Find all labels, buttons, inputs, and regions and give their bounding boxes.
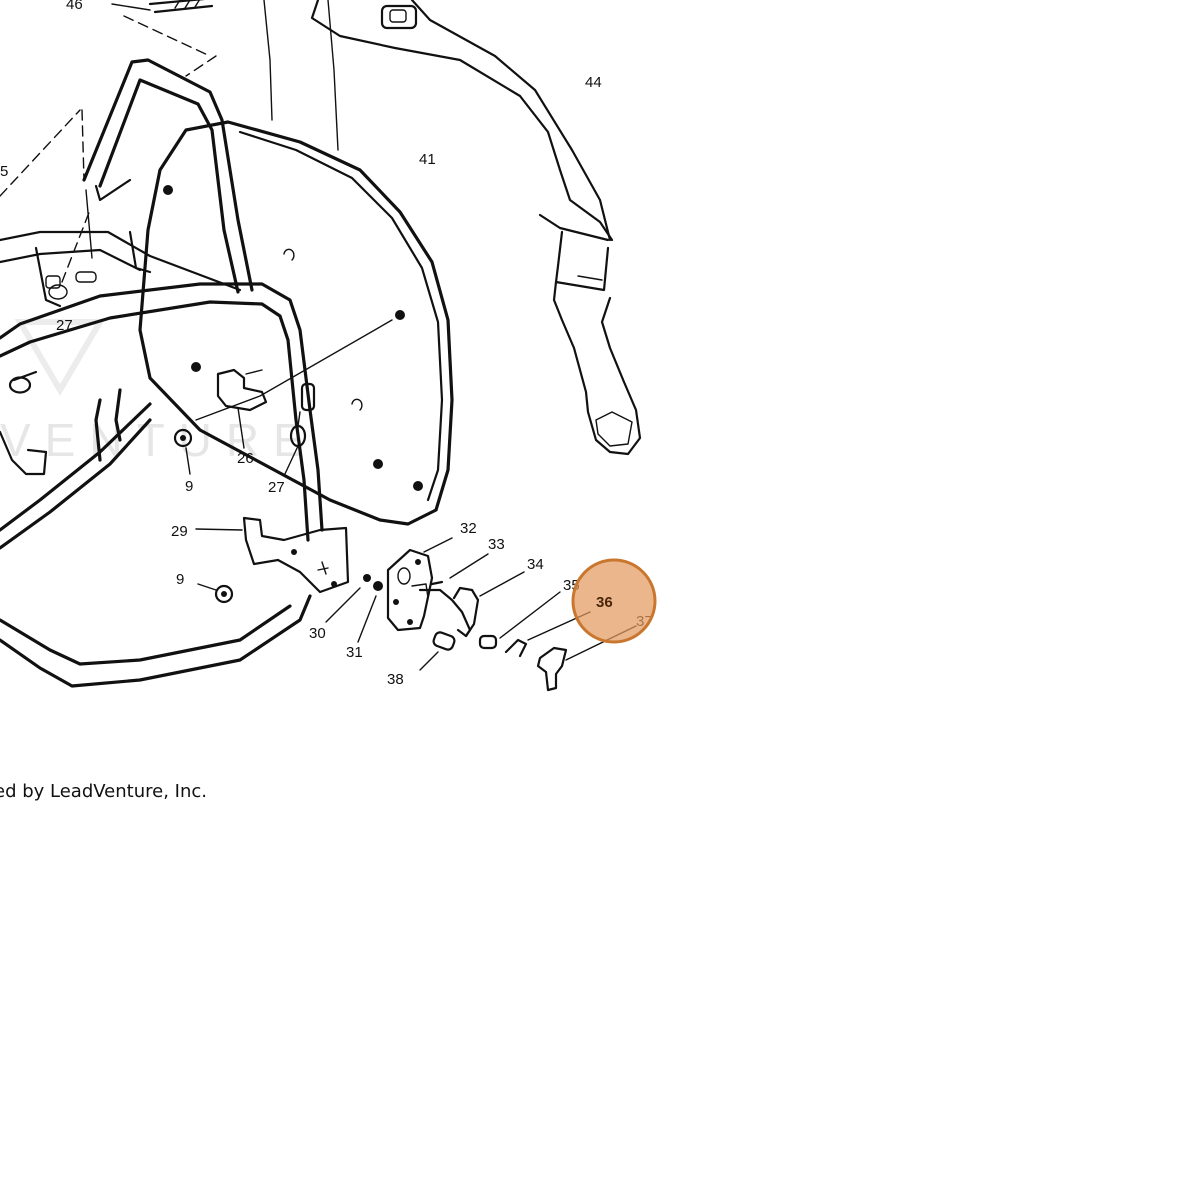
callout-9-lower[interactable]: 9	[176, 571, 184, 588]
callout-9-upper[interactable]: 9	[185, 478, 193, 495]
clamp-bracket	[195, 319, 393, 477]
latch-arm	[452, 571, 525, 638]
callout-44[interactable]: 44	[585, 74, 602, 91]
highlight-circle[interactable]	[571, 558, 657, 644]
washer-30	[325, 574, 371, 623]
callout-5[interactable]: 5	[0, 163, 8, 180]
callout-34[interactable]: 34	[527, 556, 544, 573]
spring-part	[111, 0, 214, 14]
highlight-36[interactable]: 36	[571, 558, 657, 644]
callout-27-upper[interactable]: 27	[56, 317, 73, 334]
watermark-logo	[14, 319, 106, 396]
latch-plate	[386, 537, 453, 632]
pin-35	[478, 591, 561, 650]
bolt-9-lower	[197, 583, 234, 604]
callout-32[interactable]: 32	[460, 520, 477, 537]
callout-27-lower[interactable]: 27	[268, 479, 285, 496]
back-plate	[138, 0, 454, 526]
callout-41[interactable]: 41	[419, 151, 436, 168]
watermark-text: VENTURE	[0, 414, 318, 466]
callout-33[interactable]: 33	[488, 536, 505, 553]
callout-38[interactable]: 38	[387, 671, 404, 688]
callout-30[interactable]: 30	[309, 625, 326, 642]
callout-36[interactable]: 36	[596, 594, 613, 611]
copyright-text: ed by LeadVenture, Inc.	[0, 781, 207, 802]
callout-31[interactable]: 31	[346, 644, 363, 661]
callout-29[interactable]: 29	[171, 523, 188, 540]
strap	[310, 0, 642, 456]
callout-46[interactable]: 46	[66, 0, 83, 13]
callout-26[interactable]: 26	[237, 450, 254, 467]
hinge-bracket	[195, 516, 350, 594]
bolt-9-upper	[173, 428, 193, 475]
carrier-frame	[0, 15, 324, 688]
washer-31	[357, 581, 383, 643]
screw-38	[419, 631, 456, 671]
